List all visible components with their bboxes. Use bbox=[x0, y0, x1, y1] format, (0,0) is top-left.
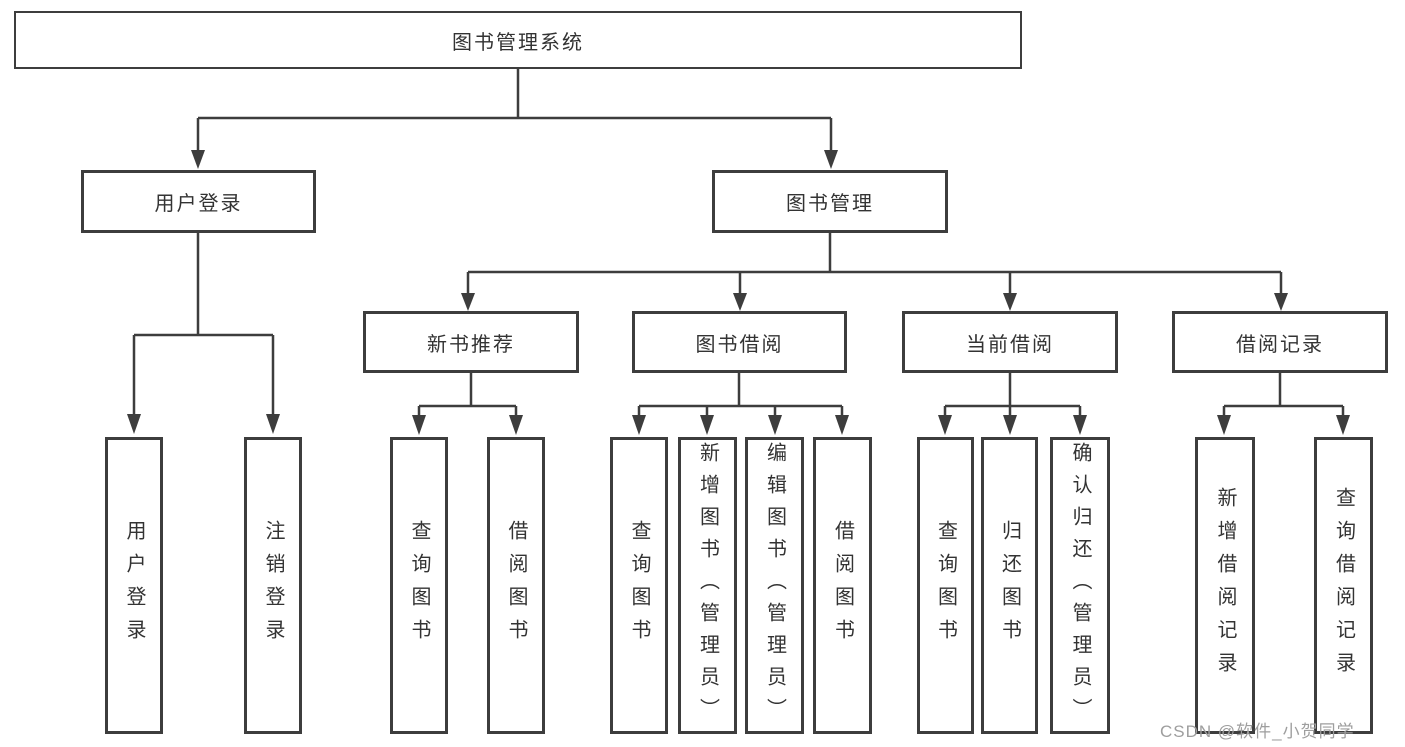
leaf-add-books-admin: 新增图书（管理员） bbox=[678, 437, 737, 734]
node-user-login: 用户登录 bbox=[81, 170, 316, 233]
leaf-query-books-recommend: 查询图书 bbox=[390, 437, 448, 734]
arrowhead bbox=[824, 150, 838, 169]
arrowhead bbox=[509, 415, 523, 435]
node-label: 借阅图书 bbox=[831, 519, 854, 652]
connector-root-to-level2 bbox=[196, 68, 833, 151]
arrowhead bbox=[700, 415, 714, 435]
arrowhead bbox=[127, 414, 141, 434]
node-current-borrowing: 当前借阅 bbox=[902, 311, 1118, 373]
arrowhead bbox=[768, 415, 782, 435]
node-label: 用户登录 bbox=[123, 519, 145, 652]
arrowhead bbox=[835, 415, 849, 435]
node-label: 查询图书 bbox=[628, 519, 650, 652]
node-label: 新书推荐 bbox=[427, 333, 515, 356]
leaf-edit-books-admin: 编辑图书（管理员） bbox=[745, 437, 804, 734]
arrowhead bbox=[1003, 293, 1017, 311]
node-label: 新增借阅记录 bbox=[1214, 486, 1236, 685]
node-borrowing-records: 借阅记录 bbox=[1172, 311, 1388, 373]
leaf-query-borrow-record: 查询借阅记录 bbox=[1314, 437, 1373, 734]
node-label: 图书管理系统 bbox=[452, 31, 584, 54]
arrowhead bbox=[1073, 415, 1087, 435]
node-label: 归还图书 bbox=[998, 519, 1021, 652]
arrowhead bbox=[461, 293, 475, 311]
arrowhead bbox=[1336, 415, 1350, 435]
csdn-watermark: CSDN @软件_小贺同学 bbox=[1160, 722, 1355, 741]
connector-new-book-to-leaves bbox=[417, 373, 518, 416]
node-label: 确认归还（管理员） bbox=[1069, 441, 1091, 730]
leaf-borrow-books: 借阅图书 bbox=[813, 437, 872, 734]
node-label: 编辑图书（管理员） bbox=[763, 441, 786, 730]
arrowhead bbox=[1003, 415, 1017, 435]
node-label: 查询图书 bbox=[934, 519, 957, 652]
node-label: 当前借阅 bbox=[966, 333, 1054, 356]
node-label: 查询借阅记录 bbox=[1332, 486, 1355, 685]
node-label: 借阅图书 bbox=[505, 519, 527, 652]
leaf-add-borrow-record: 新增借阅记录 bbox=[1195, 437, 1255, 734]
connector-current-borrow-to-leaves bbox=[943, 373, 1082, 416]
connector-user-login-to-leaves bbox=[132, 233, 275, 415]
arrowhead bbox=[1274, 293, 1288, 311]
connector-book-borrow-to-leaves bbox=[637, 373, 844, 416]
arrowhead bbox=[938, 415, 952, 435]
node-label: 新增图书（管理员） bbox=[696, 441, 719, 730]
leaf-query-books-current: 查询图书 bbox=[917, 437, 974, 734]
node-new-book-recommendation: 新书推荐 bbox=[363, 311, 579, 373]
node-label: 借阅记录 bbox=[1236, 333, 1324, 356]
node-label: 查询图书 bbox=[408, 519, 430, 652]
node-book-management: 图书管理 bbox=[712, 170, 948, 233]
arrowhead bbox=[191, 150, 205, 169]
leaf-confirm-return-admin: 确认归还（管理员） bbox=[1050, 437, 1110, 734]
node-root-library-management-system: 图书管理系统 bbox=[14, 11, 1022, 69]
node-book-borrowing: 图书借阅 bbox=[632, 311, 847, 373]
leaf-logout: 注销登录 bbox=[244, 437, 302, 734]
node-label: 注销登录 bbox=[262, 519, 284, 652]
node-label: 图书借阅 bbox=[695, 333, 784, 356]
leaf-return-books: 归还图书 bbox=[981, 437, 1038, 734]
connector-borrow-records-to-leaves bbox=[1222, 373, 1345, 416]
arrowhead bbox=[1217, 415, 1231, 435]
connector-book-mgmt-to-level3 bbox=[466, 233, 1283, 294]
leaf-query-books-borrow: 查询图书 bbox=[610, 437, 668, 734]
arrowhead bbox=[632, 415, 646, 435]
arrowhead bbox=[412, 415, 426, 435]
node-label: 图书管理 bbox=[786, 193, 874, 215]
leaf-borrow-books-recommend: 借阅图书 bbox=[487, 437, 545, 734]
node-label: 用户登录 bbox=[154, 193, 243, 215]
leaf-user-login: 用户登录 bbox=[105, 437, 163, 734]
arrowhead bbox=[733, 293, 747, 311]
arrowhead bbox=[266, 414, 280, 434]
